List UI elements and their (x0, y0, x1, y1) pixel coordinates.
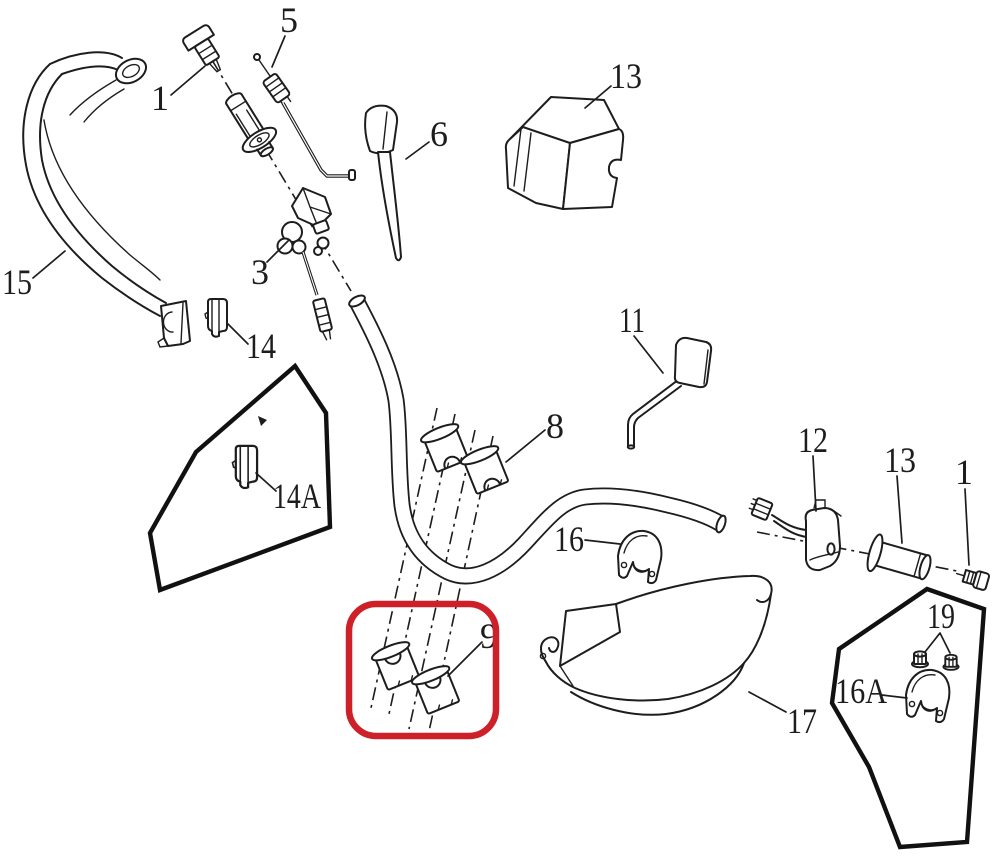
part-14-clamp (204, 298, 228, 338)
part-13-right-grip (866, 533, 932, 581)
part-label-14: 14 (246, 326, 276, 366)
handlebar-tube (348, 294, 727, 585)
right-panel-outline (829, 586, 987, 850)
part-label-6: 6 (430, 114, 448, 154)
part-5-cable (253, 53, 356, 181)
part-3-connector (312, 297, 333, 341)
highlight-box-part-9 (345, 600, 500, 740)
throttle-tube (225, 92, 278, 158)
part-label-15: 15 (2, 262, 32, 302)
left-panel-outline (147, 362, 333, 593)
part-11-mirror (626, 336, 713, 450)
part-13-upper-cover (504, 96, 625, 210)
part-17-handguard-right (539, 574, 773, 716)
part-label-3: 3 (251, 252, 269, 292)
part-label-16A: 16A (835, 671, 887, 711)
part-1-upper-bolt (182, 24, 222, 73)
part-16A-bracket (905, 668, 951, 724)
part-19-fasteners (911, 650, 960, 671)
leader-lines (32, 35, 970, 713)
part-6-lever (364, 104, 402, 262)
part-3-switch-housing (276, 187, 333, 341)
part-label-13-right: 13 (884, 440, 916, 480)
part-label-16: 16 (554, 519, 584, 559)
part-label-17: 17 (787, 701, 817, 741)
part-15-handguard-left (22, 51, 191, 348)
part-label-8: 8 (546, 406, 564, 446)
part-label-1-right: 1 (955, 452, 973, 492)
part-14A-clamp (231, 444, 259, 490)
part-8-clamps (418, 419, 513, 497)
part-label-1-upper: 1 (151, 78, 169, 118)
part-16-bracket (617, 529, 663, 585)
part-label-19: 19 (927, 596, 955, 636)
part-1-right-bolt (955, 569, 991, 591)
part-label-11: 11 (619, 300, 645, 340)
part-label-12: 12 (798, 420, 828, 460)
part-label-5: 5 (280, 0, 298, 40)
part-labels: 1 5 6 13 3 15 14 11 14A 8 12 13 1 16 9 1… (2, 0, 973, 741)
part-label-13-upper: 13 (610, 56, 642, 96)
part-label-14A: 14A (273, 476, 321, 516)
part-12-switch (748, 497, 842, 572)
part-9-clamps (369, 637, 464, 717)
